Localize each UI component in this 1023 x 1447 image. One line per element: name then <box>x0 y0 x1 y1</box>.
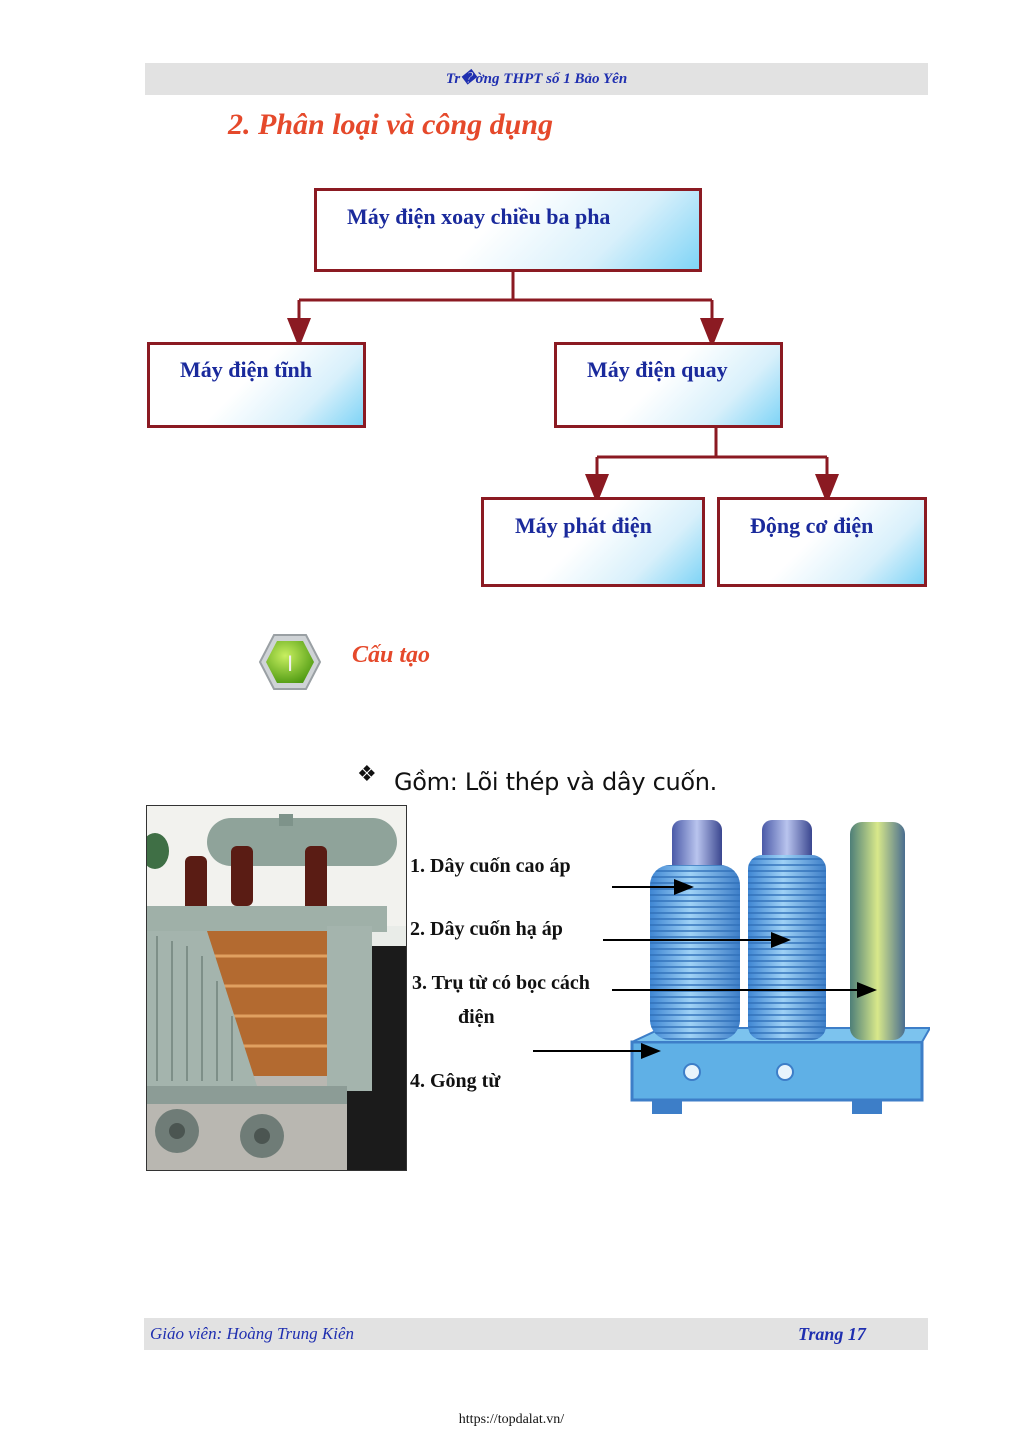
hexagon-chip-icon: I <box>258 634 322 690</box>
label-hv-winding: 1. Dây cuốn cao áp <box>410 855 571 877</box>
teacher-name: Giáo viên: Hoàng Trung Kiên <box>150 1324 354 1343</box>
section-title: 2. Phân loại và công dụng <box>228 108 554 141</box>
node-three-phase-label: Máy điện xoay chiều ba pha <box>347 204 611 229</box>
transformer-photo <box>146 805 407 1171</box>
page-header: Tr�ờng THPT số 1 Bảo Yên <box>145 63 928 95</box>
label-core-line1: 3. Trụ từ có bọc cách <box>412 972 590 994</box>
node-three-phase-machine <box>314 188 702 272</box>
structure-bullet-text: Gồm: Lõi thép và dây cuốn. <box>394 768 717 796</box>
chip-label: I <box>287 651 293 676</box>
label-lv-winding: 2. Dây cuốn hạ áp <box>410 918 563 940</box>
node-generator <box>481 497 705 587</box>
page-footer: Giáo viên: Hoàng Trung Kiên Trang 17 <box>144 1318 928 1350</box>
node-motor <box>717 497 927 587</box>
school-name: Tr�ờng THPT số 1 Bảo Yên <box>445 71 628 87</box>
label-core-line2: điện <box>458 1006 495 1028</box>
node-motor-label: Động cơ điện <box>750 513 874 538</box>
node-static-label: Máy điện tĩnh <box>180 357 313 382</box>
diamond-bullet-icon: ❖ <box>357 762 377 787</box>
node-generator-label: Máy phát điện <box>515 513 652 538</box>
node-static-machine <box>147 342 366 428</box>
node-rotating-machine <box>554 342 783 428</box>
source-url[interactable]: https://topdalat.vn/ <box>458 1412 565 1427</box>
page-number: Trang 17 <box>798 1324 866 1344</box>
diagram-connectors <box>287 272 839 504</box>
label-yoke: 4. Gông từ <box>410 1070 501 1092</box>
node-rotating-label: Máy điện quay <box>587 357 728 382</box>
structure-heading: Cấu tạo <box>352 642 431 668</box>
